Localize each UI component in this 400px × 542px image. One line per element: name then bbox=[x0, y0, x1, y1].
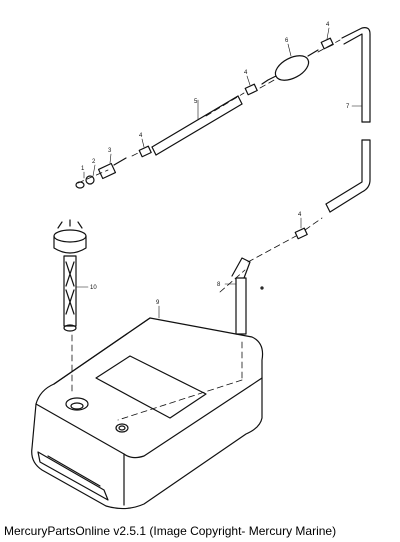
leader-lines bbox=[75, 27, 363, 319]
callout-2: 2 bbox=[92, 159, 96, 165]
callout-9: 9 bbox=[156, 300, 160, 306]
callout-4: 4 bbox=[326, 22, 330, 28]
callout-3: 3 bbox=[108, 148, 112, 154]
callout-1: 1 bbox=[81, 166, 85, 172]
callout-6: 6 bbox=[285, 38, 289, 44]
image-copyright-caption: MercuryPartsOnline v2.5.1 (Image Copyrig… bbox=[4, 524, 337, 538]
callout-labels: 1 2 3 4 4 4 4 5 6 7 8 9 10 bbox=[81, 22, 350, 306]
callout-7: 7 bbox=[346, 104, 350, 110]
fuel-cap bbox=[53, 219, 87, 332]
fuel-hose-7 bbox=[325, 27, 371, 213]
primer-bulb bbox=[261, 49, 319, 85]
callout-8: 8 bbox=[217, 282, 221, 288]
fittings-1-2-3 bbox=[75, 157, 127, 189]
hose-clamps bbox=[138, 37, 334, 240]
callout-4: 4 bbox=[244, 70, 248, 76]
callout-4: 4 bbox=[298, 212, 302, 218]
fuel-tank bbox=[31, 317, 264, 510]
fuel-tank-exploded-diagram: 1 2 3 4 4 4 4 5 6 7 8 9 10 bbox=[31, 22, 371, 510]
fuel-hose-5 bbox=[151, 95, 243, 156]
assembly-dash-lines bbox=[71, 39, 341, 421]
callout-10: 10 bbox=[90, 285, 97, 291]
callout-4: 4 bbox=[139, 133, 143, 139]
callout-5: 5 bbox=[194, 99, 198, 105]
pickup-tube bbox=[231, 257, 264, 335]
